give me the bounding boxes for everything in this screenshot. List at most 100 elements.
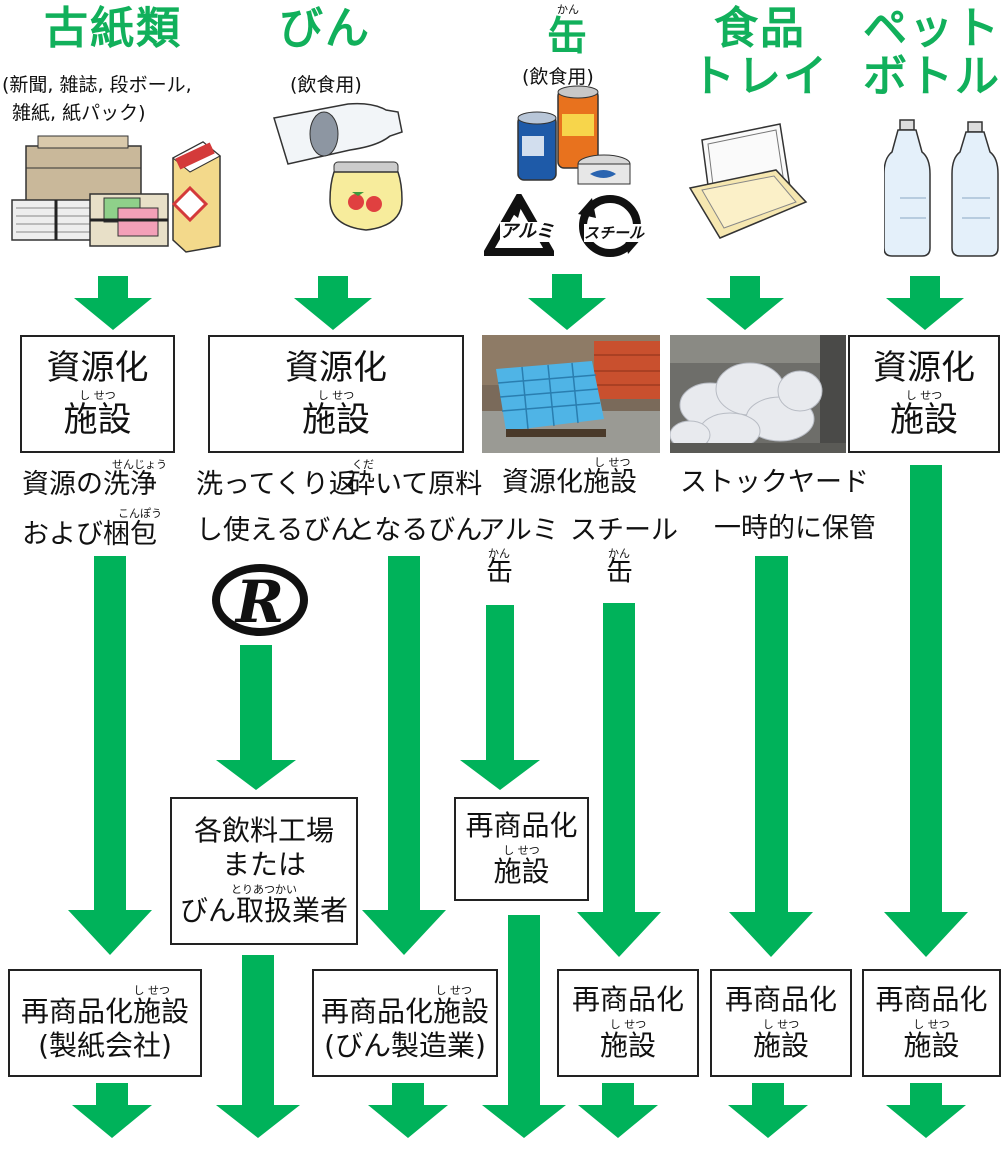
box-ruby: し せつ [913,1018,950,1031]
arrow-bottle-top [294,276,372,330]
arrow-pet-top [886,276,964,330]
resource-facility-pet: 資源化 し せつ 施設 [848,335,1000,453]
box-ruby: し せつ [79,389,116,402]
category-title-bottle: びん [279,3,371,54]
resource-facility-paper: 資源化 し せつ 施設 [20,335,175,453]
box-label: 再商品化 [724,983,837,1016]
note-paper-line1: 資源の洗浄 [22,469,157,500]
box-label: 施設 [302,400,370,440]
note-bottle-reuse-line1: 洗ってくり返 [196,469,356,500]
category-sub-bottle: (飲食用) [290,74,362,96]
recommercialization-tray: 再商品化 し せつ 施設 [710,969,852,1077]
box-label: 各飲料工場 [193,814,334,847]
arrow-bottle-bottom [368,1083,448,1138]
note-can-alu-char: 缶 [486,557,513,588]
arrow-tray-long [729,556,813,957]
arrow-steel-long [577,603,661,957]
paper-bundle-milk-carton-illustration [11,135,221,253]
box-label: 施設 [903,1029,960,1062]
box-label: 施設 [752,1029,809,1062]
box-label: 施設 [890,400,958,440]
arrow-tray-bottom [728,1083,808,1138]
note-can-facility: 資源化施設 [502,467,637,498]
warehouse-pallets-photo [482,335,660,453]
arrow-paper-top [74,276,152,330]
ruby-senjou: せんじょう [112,458,167,471]
box-label: 再商品化施設 [20,995,189,1028]
arrow-paper-long [68,556,152,955]
box-label: 再商品化施設 [320,995,489,1028]
recommercialization-bottle: し せつ 再商品化施設 (びん製造業) [312,969,498,1077]
box-label: 施設 [599,1029,656,1062]
recommercialization-paper: し せつ 再商品化施設 (製紙会社) [8,969,202,1077]
ruby-konpou: こんぽう [118,507,162,520]
note-can-steel: スチール [570,515,678,546]
note-bottle-raw-line2: となるびん [348,515,483,546]
arrow-alu-short [460,605,540,790]
box-label: 施設 [63,400,132,440]
arrow-can-top [528,274,606,330]
note-can-steel-char: 缶 [606,557,633,588]
category-title-tray-2: トレイ [691,51,829,102]
arrow-tray-top [706,276,784,330]
note-tray-stockyard: ストックヤード [680,467,869,498]
box-label: 資源化 [873,348,975,388]
category-title-pet-1: ペット [863,3,1001,54]
box-ruby: し せつ [435,984,473,997]
recommercialization-steel: 再商品化 し せつ 施設 [557,969,699,1077]
note-tray-temp-storage: 一時的に保管 [714,513,876,544]
ruby-kan-alu: かん [488,547,510,560]
box-label: (びん製造業) [324,1029,486,1062]
ruby-shisetsu-can: し せつ [594,456,631,469]
category-title-pet-2: ボトル [863,51,1001,102]
arrow-bottle-raw [362,556,446,955]
pet-bottles-illustration [884,119,999,257]
category-sub-can: (飲食用) [522,66,594,88]
returnable-bottle-r-mark-icon: R [212,564,308,636]
category-title-can: 缶 [547,14,589,60]
box-ruby: し せつ [503,844,540,857]
box-label: 再商品化 [571,983,684,1016]
note-bottle-reuse-line2: し使えるびん [196,515,358,546]
box-label: 再商品化 [465,809,578,842]
arrow-alu-bottom [482,915,566,1138]
aluminum-mark-label: アルミ [500,221,554,242]
can-recommercialization-box: 再商品化 し せつ 施設 [454,797,589,901]
cans-illustration [517,85,631,185]
box-ruby: し せつ [609,1018,647,1031]
category-title-tray-1: 食品 [714,3,806,54]
beverage-factory-box: 各飲料工場 または とりあつかい びん取扱業者 [170,797,358,945]
ruby-kuda: くだ [352,458,374,471]
arrow-bottle-reuse [216,645,296,790]
box-label: 施設 [493,855,550,888]
arrow-bottle-reuse-bottom [216,955,300,1138]
resource-facility-bottle: 資源化 し せつ 施設 [208,335,464,453]
box-label: 資源化 [46,348,149,388]
stockyard-bags-photo [670,335,846,453]
arrow-paper-bottom [72,1083,152,1138]
glass-bottle-jar-illustration [273,102,403,231]
box-label: 資源化 [285,348,387,388]
note-can-alu: アルミ [478,515,559,546]
food-tray-illustration [688,123,808,239]
box-ruby: し せつ [762,1018,800,1031]
category-sub-paper-1: (新聞, 雑誌, 段ボール, [2,74,192,96]
box-label: びん取扱業者 [179,894,348,927]
category-title-paper: 古紙類 [44,3,182,54]
arrow-pet-long [884,465,968,957]
steel-mark-label: スチール [584,224,645,242]
r-mark-letter: R [234,568,284,636]
box-label: 再商品化 [875,983,988,1016]
box-label: (製紙会社) [38,1029,172,1062]
box-ruby: し せつ [905,389,943,402]
category-ruby-can: かん [557,3,579,16]
recommercialization-pet: 再商品化 し せつ 施設 [862,969,1001,1077]
note-paper-line2: および梱包 [22,519,157,550]
category-sub-paper-2: 雑紙, 紙パック) [12,102,146,124]
arrow-pet-bottom [886,1083,966,1138]
box-label: または [221,848,306,881]
ruby-kan-steel: かん [608,547,630,560]
box-ruby: し せつ [317,389,355,402]
